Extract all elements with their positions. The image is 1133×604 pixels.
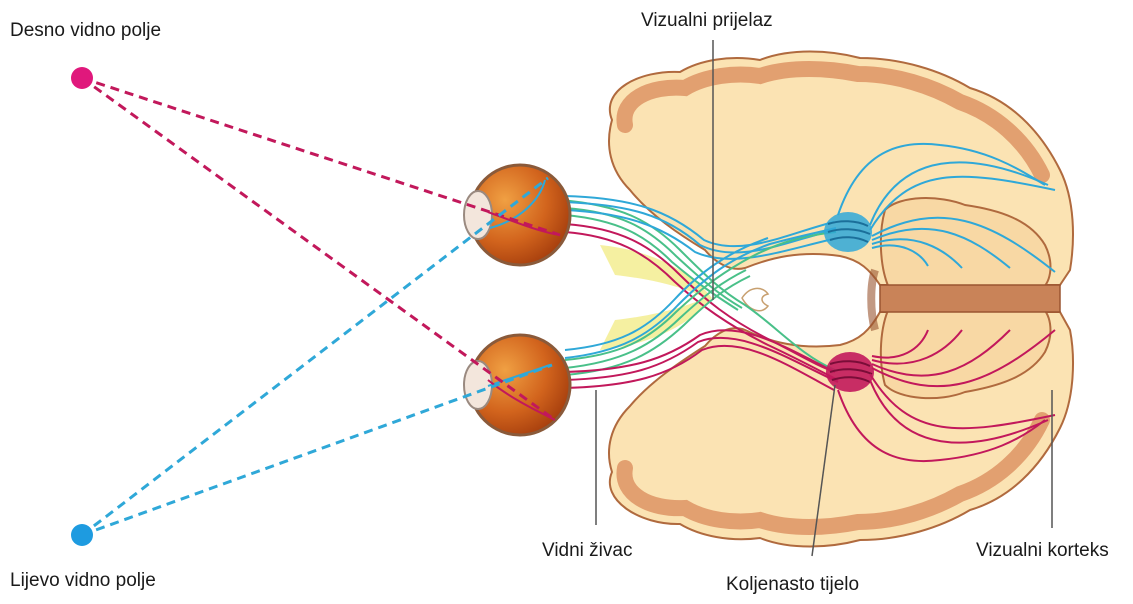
brain — [609, 52, 1073, 547]
visual-field-rays — [82, 78, 560, 535]
right-eye — [464, 165, 570, 265]
right-field-ray-upper-eye — [82, 78, 560, 235]
optic-nerve-label: Vidni živac — [542, 540, 632, 562]
lgn-label: Koljenasto tijelo — [726, 574, 859, 596]
left-field-ray-lower-eye — [82, 365, 552, 535]
midline-fissure — [880, 285, 1060, 312]
left-visual-field-label: Lijevo vidno polje — [10, 570, 156, 592]
midline-fold — [871, 270, 875, 330]
lgn-upper — [824, 212, 872, 252]
left-field-dot — [71, 524, 93, 546]
right-field-dot — [71, 67, 93, 89]
visual-cortex-label: Vizualni korteks — [976, 540, 1109, 562]
optic-chiasm-region — [600, 245, 712, 350]
left-eye — [464, 335, 570, 435]
ventricle — [742, 288, 768, 310]
right-visual-field-label: Desno vidno polje — [10, 20, 161, 42]
optic-chiasm-label: Vizualni prijelaz — [641, 10, 773, 32]
lgn-lower — [826, 352, 874, 392]
